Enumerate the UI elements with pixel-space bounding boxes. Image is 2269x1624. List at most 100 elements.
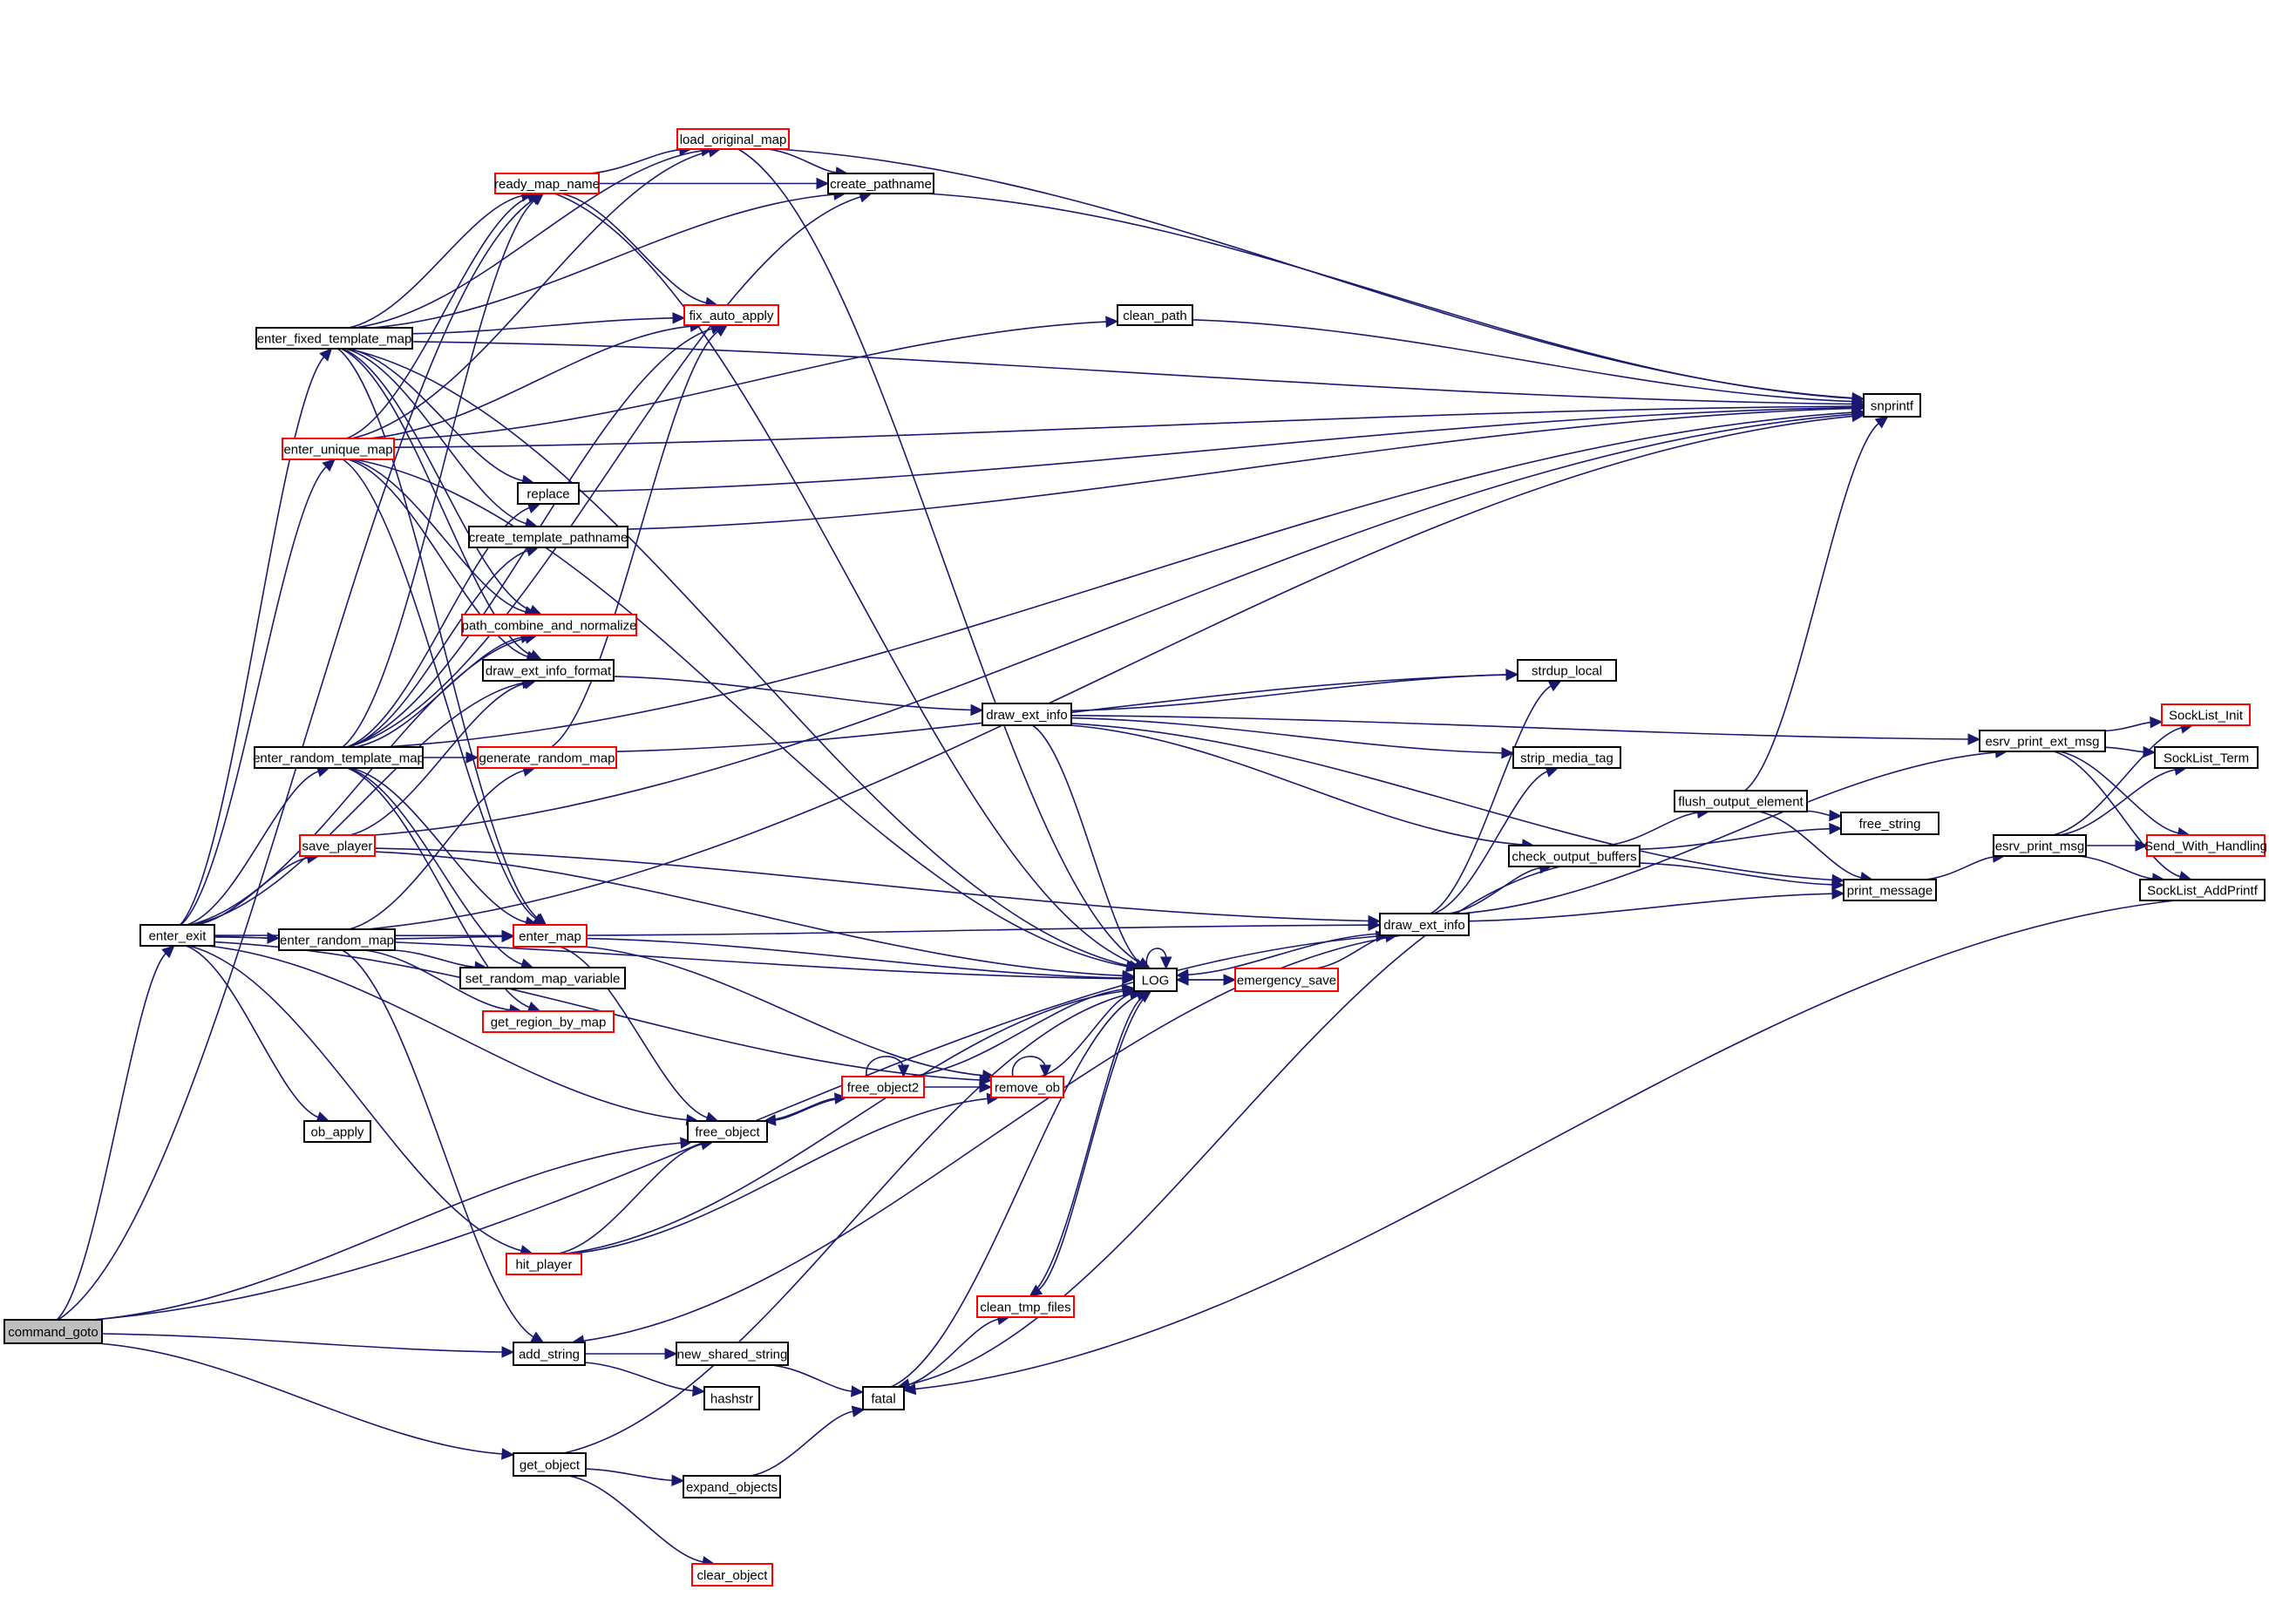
node-box[interactable] [255, 327, 413, 350]
node-box[interactable] [827, 173, 934, 194]
node-clean-tmp-files[interactable]: clean_tmp_files [976, 1295, 1075, 1318]
node-box[interactable] [2139, 879, 2266, 901]
node-box[interactable] [303, 1120, 371, 1143]
node-box[interactable] [1234, 968, 1339, 992]
node-draw-ext-info-b[interactable]: draw_ext_info [1379, 913, 1470, 936]
node-box[interactable] [139, 924, 215, 947]
node-box[interactable] [299, 834, 376, 857]
node-box[interactable] [282, 438, 395, 460]
node-fix-auto-apply[interactable]: fix_auto_apply [683, 304, 779, 326]
node-box[interactable] [676, 1342, 789, 1366]
node-socklist-term[interactable]: SockList_Term [2154, 746, 2259, 769]
node-expand-objects[interactable]: expand_objects [683, 1475, 781, 1498]
node-strdup-local[interactable]: strdup_local [1517, 659, 1617, 682]
node-clean-path[interactable]: clean_path [1117, 304, 1193, 326]
node-box[interactable] [2161, 703, 2251, 726]
node-flush-output-element[interactable]: flush_output_element [1674, 790, 1808, 812]
node-box[interactable] [1674, 790, 1808, 812]
node-path-combine-and-normalize[interactable]: path_combine_and_normalize [461, 614, 637, 636]
node-enter-exit[interactable]: enter_exit [139, 924, 215, 947]
node-box[interactable] [1979, 730, 2106, 752]
node-box[interactable] [494, 173, 600, 194]
node-free-object[interactable]: free_object [687, 1120, 768, 1143]
node-box[interactable] [517, 482, 580, 505]
node-command-goto[interactable]: command_goto [3, 1319, 103, 1344]
node-hashstr[interactable]: hashstr [703, 1386, 760, 1410]
node-log[interactable]: LOG [1133, 968, 1178, 992]
node-ready-map-name[interactable]: ready_map_name [494, 173, 600, 194]
node-emergency-save[interactable]: emergency_save [1234, 968, 1339, 992]
node-box[interactable] [3, 1319, 103, 1344]
node-add-string[interactable]: add_string [513, 1342, 586, 1366]
node-box[interactable] [2154, 746, 2259, 769]
node-box[interactable] [982, 703, 1072, 726]
node-enter-map[interactable]: enter_map [513, 924, 588, 948]
node-draw-ext-info-a[interactable]: draw_ext_info [982, 703, 1072, 726]
node-box[interactable] [1133, 968, 1178, 992]
node-socklist-init[interactable]: SockList_Init [2161, 703, 2251, 726]
node-print-message[interactable]: print_message [1843, 879, 1937, 901]
node-new-shared-string[interactable]: new_shared_string [676, 1342, 789, 1366]
node-box[interactable] [683, 304, 779, 326]
node-replace[interactable]: replace [517, 482, 580, 505]
node-enter-random-template-map[interactable]: enter_random_template_map [253, 746, 425, 769]
node-enter-random-map[interactable]: enter_random_map [278, 928, 396, 951]
node-box[interactable] [2146, 834, 2266, 857]
node-box[interactable] [1993, 834, 2087, 857]
node-box[interactable] [461, 614, 637, 636]
node-generate-random-map[interactable]: generate_random_map [477, 746, 617, 769]
node-enter-fixed-template-map[interactable]: enter_fixed_template_map [255, 327, 413, 350]
node-box[interactable] [1508, 845, 1641, 867]
node-box[interactable] [1863, 393, 1921, 418]
node-box[interactable] [513, 1342, 586, 1366]
node-box[interactable] [254, 746, 424, 769]
node-set-random-map-variable[interactable]: set_random_map_variable [459, 967, 626, 989]
node-box[interactable] [468, 526, 628, 548]
node-box[interactable] [1840, 812, 1940, 835]
node-box[interactable] [1517, 659, 1617, 682]
node-fatal[interactable]: fatal [862, 1386, 905, 1410]
node-box[interactable] [703, 1386, 760, 1410]
node-box[interactable] [1843, 879, 1937, 901]
node-free-object2[interactable]: free_object2 [841, 1076, 925, 1098]
node-strip-media-tag[interactable]: strip_media_tag [1512, 746, 1621, 769]
node-ob-apply[interactable]: ob_apply [303, 1120, 371, 1143]
node-esrv-print-msg[interactable]: esrv_print_msg [1993, 834, 2087, 857]
node-box[interactable] [477, 746, 617, 769]
node-box[interactable] [683, 1475, 781, 1498]
node-box[interactable] [459, 967, 626, 989]
node-box[interactable] [1117, 304, 1193, 326]
node-box[interactable] [691, 1563, 773, 1587]
node-free-string[interactable]: free_string [1840, 812, 1940, 835]
node-box[interactable] [278, 928, 396, 951]
node-box[interactable] [676, 128, 790, 150]
node-create-pathname[interactable]: create_pathname [827, 173, 934, 194]
node-load-original-map[interactable]: load_original_map [676, 128, 790, 150]
node-clear-object[interactable]: clear_object [691, 1563, 773, 1587]
node-box[interactable] [1379, 913, 1470, 936]
node-box[interactable] [513, 924, 588, 948]
node-check-output-buffers[interactable]: check_output_buffers [1508, 845, 1641, 867]
node-snprintf[interactable]: snprintf [1863, 393, 1921, 418]
node-box[interactable] [482, 1010, 615, 1033]
node-box[interactable] [976, 1295, 1075, 1318]
node-box[interactable] [1512, 746, 1621, 769]
node-create-template-pathname[interactable]: create_template_pathname [468, 526, 628, 548]
node-box[interactable] [990, 1076, 1064, 1098]
node-box[interactable] [687, 1120, 768, 1143]
node-box[interactable] [862, 1386, 905, 1410]
node-box[interactable] [482, 659, 615, 682]
node-send-with-handling[interactable]: Send_With_Handling [2144, 834, 2267, 857]
node-hit-player[interactable]: hit_player [506, 1253, 582, 1275]
node-save-player[interactable]: save_player [299, 834, 376, 857]
node-box[interactable] [513, 1452, 587, 1477]
node-box[interactable] [841, 1076, 925, 1098]
node-draw-ext-info-format[interactable]: draw_ext_info_format [482, 659, 615, 682]
node-enter-unique-map[interactable]: enter_unique_map [282, 438, 395, 460]
node-socklist-addprintf[interactable]: SockList_AddPrintf [2139, 879, 2266, 901]
node-remove-ob[interactable]: remove_ob [990, 1076, 1064, 1098]
node-get-object[interactable]: get_object [513, 1452, 587, 1477]
node-get-region-by-map[interactable]: get_region_by_map [482, 1010, 615, 1033]
node-box[interactable] [506, 1253, 582, 1275]
node-esrv-print-ext-msg[interactable]: esrv_print_ext_msg [1979, 730, 2106, 752]
